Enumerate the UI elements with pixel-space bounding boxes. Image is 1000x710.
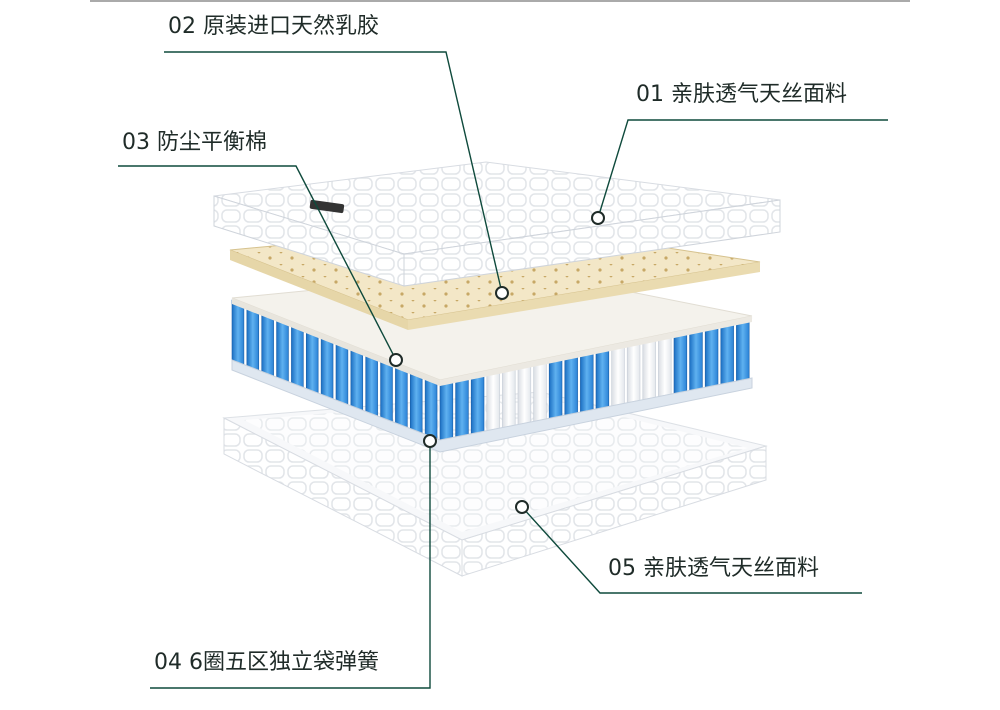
marker-03: [389, 353, 403, 367]
label-01-top-fabric: 01 亲肤透气天丝面料: [636, 82, 847, 107]
label-04-pocket-springs: 04 6圈五区独立袋弹簧: [154, 650, 379, 675]
marker-05: [515, 500, 529, 514]
spring-pocket: [642, 334, 656, 401]
spring-pocket: [689, 326, 703, 391]
spring-pocket: [261, 309, 274, 377]
bottom-fabric-layer: [222, 391, 768, 577]
spring-pocket: [673, 328, 688, 394]
label-02-latex: 02 原装进口天然乳胶: [168, 14, 379, 39]
label-05-bottom-fabric: 05 亲肤透气天丝面料: [608, 556, 819, 581]
spring-pocket: [704, 323, 719, 388]
spring-pocket: [246, 304, 260, 371]
marker-04: [423, 434, 437, 448]
marker-01: [591, 211, 605, 225]
label-03-balance-cotton: 03 防尘平衡棉: [122, 130, 267, 155]
top-fabric-layer: [213, 161, 781, 287]
spring-pocket: [231, 299, 245, 366]
leader-lines: [118, 51, 888, 689]
marker-02: [495, 286, 509, 300]
spring-pocket: [658, 331, 672, 397]
spring-pocket: [720, 320, 734, 385]
spring-pocket: [736, 318, 750, 382]
marker-dots: [389, 211, 605, 514]
